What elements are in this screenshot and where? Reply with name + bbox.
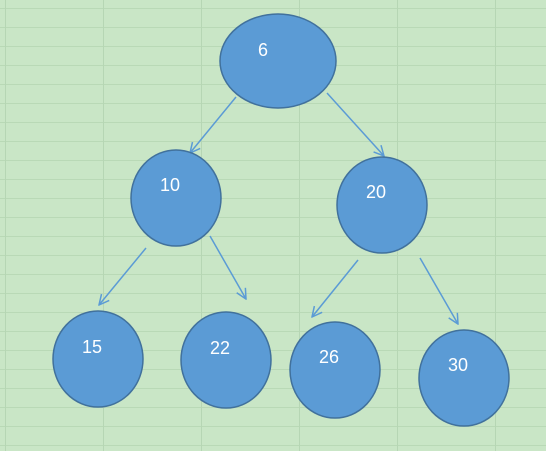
nodes: 6 10 20 15 22 26 30 (52, 13, 510, 427)
tree-node-15: 15 (52, 310, 144, 408)
edge-6-to-20 (326, 92, 384, 156)
node-6-shape (219, 13, 337, 109)
node-15-label: 15 (82, 337, 102, 357)
node-26-shape (289, 321, 381, 419)
tree-node-10: 10 (130, 149, 222, 247)
node-10-shape (130, 149, 222, 247)
edge-20-to-30 (419, 257, 458, 324)
tree-node-26: 26 (289, 321, 381, 419)
node-20-shape (336, 156, 428, 254)
node-30-shape (418, 329, 510, 427)
edge-10-to-15 (99, 247, 147, 305)
edge-20-to-26 (312, 259, 359, 317)
tree-node-22: 22 (180, 311, 272, 409)
edge-6-to-10 (190, 96, 237, 153)
edge-10-to-22 (209, 235, 246, 299)
node-22-label: 22 (210, 338, 230, 358)
node-30-label: 30 (448, 355, 468, 375)
node-26-label: 26 (319, 347, 339, 367)
node-22-shape (180, 311, 272, 409)
tree-node-20: 20 (336, 156, 428, 254)
tree-node-30: 30 (418, 329, 510, 427)
tree-node-6: 6 (219, 13, 337, 109)
node-15-shape (52, 310, 144, 408)
node-6-label: 6 (258, 40, 268, 60)
edges (99, 92, 458, 324)
node-10-label: 10 (160, 175, 180, 195)
node-20-label: 20 (366, 182, 386, 202)
